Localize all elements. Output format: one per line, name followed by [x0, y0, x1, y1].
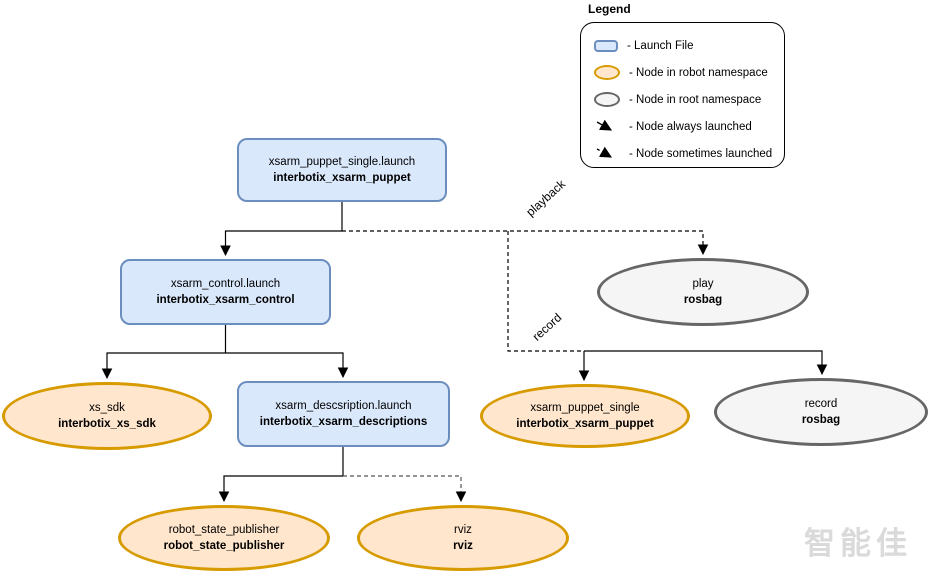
node-package-name: rosbag [801, 414, 841, 426]
legend-item-always-launched: - Node always launched [594, 113, 784, 140]
node-play-rosbag: play rosbag [597, 258, 809, 326]
edge-record-to-record-rosbag [584, 350, 828, 376]
node-package-name: interbotix_xsarm_puppet [516, 418, 654, 430]
node-xs-sdk: xs_sdk interbotix_xs_sdk [2, 382, 212, 450]
node-always-launched-arrow-icon [596, 119, 613, 131]
node-package-name: robot_state_publisher [163, 540, 285, 552]
node-xsarm-control-launch: xsarm_control.launch interbotix_xsarm_co… [120, 259, 331, 325]
node-package-name: interbotix_xsarm_control [156, 294, 295, 306]
legend-item-launch-file: - Launch File [594, 32, 784, 59]
node-package-name: rviz [453, 540, 473, 552]
node-package-name: interbotix_xsarm_puppet [273, 172, 411, 184]
legend-item-label: - Launch File [627, 39, 694, 52]
node-rviz: rviz rviz [357, 505, 569, 571]
edge-description-to-rsp [218, 475, 343, 503]
node-launch-file-name: xsarm_puppet_single.launch [268, 156, 416, 168]
legend-item-label: - Node always launched [629, 120, 752, 133]
edge-puppet-to-control [220, 202, 343, 257]
legend-item-label: - Node sometimes launched [629, 147, 773, 160]
node-xsarm-puppet-single-launch: xsarm_puppet_single.launch interbotix_xs… [237, 138, 447, 202]
edge-playback-to-play-rosbag [342, 230, 709, 256]
node-name: rviz [454, 524, 472, 536]
edge-record-trunk [507, 231, 584, 352]
node-name: play [692, 278, 714, 290]
node-name: xs_sdk [89, 402, 125, 414]
legend-item-root-namespace: - Node in root namespace [594, 86, 784, 113]
robot-namespace-node-icon [594, 65, 620, 80]
node-robot-state-publisher: robot_state_publisher robot_state_publis… [118, 505, 330, 571]
node-name: xsarm_puppet_single [530, 402, 640, 414]
node-launch-file-name: xsarm_descsription.launch [275, 400, 412, 412]
node-name: robot_state_publisher [168, 524, 280, 536]
edge-description-to-rviz [343, 475, 467, 503]
node-launch-file-name: xsarm_control.launch [170, 278, 281, 290]
edge-control-to-xs-sdk [101, 352, 226, 380]
legend-title: Legend [588, 2, 631, 16]
launch-file-icon [594, 39, 618, 52]
node-record-rosbag: record rosbag [714, 378, 928, 446]
legend-box: - Launch File - Node in robot namespace … [580, 22, 785, 168]
node-package-name: interbotix_xsarm_descriptions [259, 416, 428, 428]
legend-item-robot-namespace: - Node in robot namespace [594, 59, 784, 86]
root-namespace-node-icon [594, 92, 620, 107]
node-package-name: interbotix_xs_sdk [58, 418, 156, 430]
legend-item-label: - Node in root namespace [629, 93, 762, 106]
node-xsarm-description-launch: xsarm_descsription.launch interbotix_xsa… [237, 381, 450, 447]
legend-item-sometimes-launched: - Node sometimes launched [594, 140, 784, 167]
edge-control-to-description [225, 352, 349, 379]
node-name: record [804, 398, 838, 410]
legend-item-label: - Node in robot namespace [629, 66, 768, 79]
watermark-text: 智能佳 [804, 526, 912, 561]
node-xsarm-puppet-single: xsarm_puppet_single interbotix_xsarm_pup… [480, 384, 690, 448]
node-package-name: rosbag [683, 294, 723, 306]
node-sometimes-launched-arrow-icon [596, 146, 613, 158]
